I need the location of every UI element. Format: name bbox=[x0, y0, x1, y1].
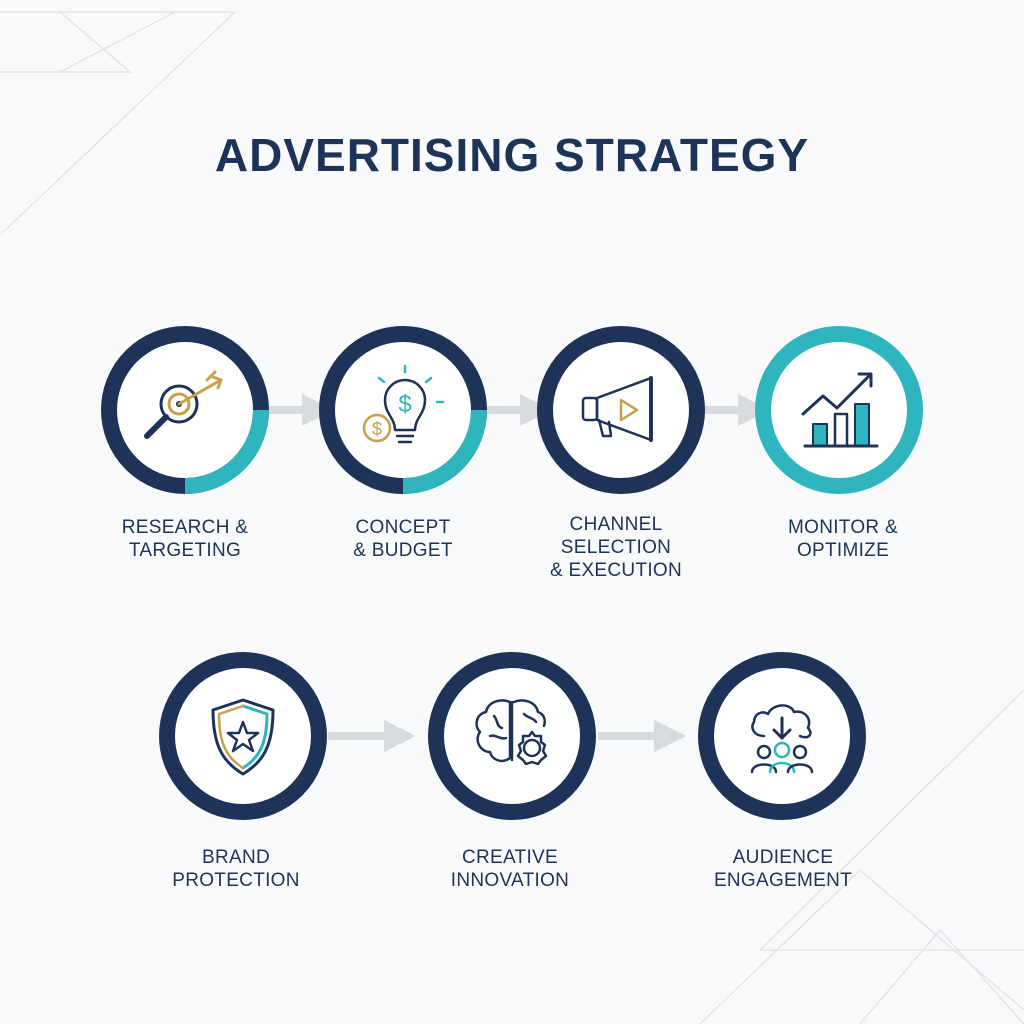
step-creative-innovation bbox=[424, 648, 600, 824]
svg-text:$: $ bbox=[398, 391, 411, 418]
step-channel-selection bbox=[533, 322, 709, 498]
step-monitor-optimize bbox=[751, 322, 927, 498]
svg-text:$: $ bbox=[372, 419, 382, 439]
cloud-download-people-icon bbox=[750, 704, 814, 774]
arrow-connector-4 bbox=[328, 720, 416, 752]
step-label-audience-engagement: AUDIENCE ENGAGEMENT bbox=[713, 847, 853, 891]
arrow-connector-2 bbox=[470, 394, 552, 426]
growth-chart-icon bbox=[801, 372, 879, 448]
step-research-targeting bbox=[97, 322, 273, 498]
step-label-research-targeting: RESEARCH & TARGETING bbox=[121, 517, 249, 561]
arrow-connector-5 bbox=[598, 720, 686, 752]
arrow-connector-3 bbox=[688, 394, 770, 426]
step-concept-budget: $ $ bbox=[315, 322, 491, 498]
shield-star-icon bbox=[211, 698, 275, 776]
step-label-monitor-optimize: MONITOR & OPTIMIZE bbox=[787, 517, 899, 561]
step-label-concept-budget: CONCEPT & BUDGET bbox=[353, 517, 453, 561]
step-audience-engagement bbox=[694, 648, 870, 824]
lightbulb-dollar-icon: $ $ bbox=[362, 364, 445, 444]
page-title: ADVERTISING STRATEGY bbox=[214, 129, 810, 181]
arrow-connector-1 bbox=[252, 394, 334, 426]
step-label-creative-innovation: CREATIVE INNOVATION bbox=[450, 847, 570, 891]
step-label-channel-selection: CHANNEL SELECTION & EXECUTION bbox=[549, 514, 683, 581]
megaphone-play-icon bbox=[581, 376, 653, 442]
step-label-brand-protection: BRAND PROTECTION bbox=[172, 847, 300, 891]
brain-gear-icon bbox=[475, 699, 548, 766]
magnifier-target-arrow-icon bbox=[144, 370, 223, 439]
step-brand-protection bbox=[155, 648, 331, 824]
